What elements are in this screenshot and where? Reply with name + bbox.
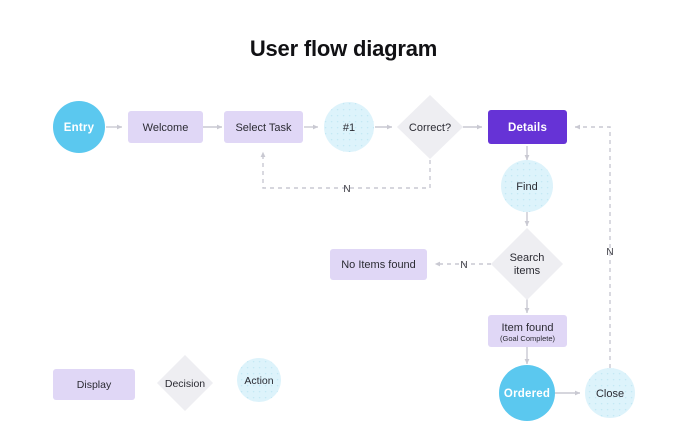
legend-label-action: Action	[244, 375, 273, 387]
edge-correct-no-loop	[260, 151, 431, 189]
node-item-found-sublabel: (Goal Complete)	[500, 334, 556, 343]
node-find-label: Find	[516, 181, 537, 193]
node-details-label: Details	[508, 122, 547, 134]
node-search-items-label-line2: items	[514, 265, 541, 277]
node-select-task[interactable]: Select Task	[224, 111, 303, 143]
node-search-items[interactable]: Search items	[491, 228, 563, 300]
edge-labels: N N N	[343, 184, 613, 271]
node-details[interactable]: Details	[488, 110, 567, 144]
node-search-items-label-line1: Search	[510, 252, 545, 264]
node-step1-label: #1	[343, 122, 355, 134]
edges	[106, 124, 611, 396]
node-welcome[interactable]: Welcome	[128, 111, 203, 143]
node-item-found-label: Item found	[502, 322, 554, 334]
legend: Display Decision Action	[53, 355, 281, 411]
legend-label-decision: Decision	[165, 378, 205, 390]
node-welcome-label: Welcome	[143, 122, 189, 134]
node-ordered[interactable]: Ordered	[499, 365, 555, 421]
node-correct-label: Correct?	[409, 122, 451, 134]
node-close-label: Close	[596, 388, 624, 400]
edge-label-search-no: N	[460, 260, 467, 271]
node-no-items-found-label: No Items found	[341, 259, 416, 271]
page-title: User flow diagram	[249, 36, 438, 61]
node-ordered-label: Ordered	[504, 388, 550, 400]
node-entry[interactable]: Entry	[53, 101, 105, 153]
legend-item-display: Display	[53, 369, 135, 400]
node-close[interactable]: Close	[585, 368, 635, 418]
node-find[interactable]: Find	[501, 160, 553, 212]
node-item-found[interactable]: Item found (Goal Complete)	[488, 315, 567, 347]
node-entry-label: Entry	[64, 122, 95, 134]
node-no-items-found[interactable]: No Items found	[330, 249, 427, 280]
legend-item-decision: Decision	[157, 355, 213, 411]
legend-label-display: Display	[77, 379, 112, 391]
edge-close-no-loop	[574, 124, 611, 368]
edge-label-correct-no: N	[343, 184, 350, 195]
node-step1[interactable]: #1	[324, 102, 374, 152]
node-correct[interactable]: Correct?	[397, 95, 463, 159]
node-select-task-label: Select Task	[235, 122, 292, 134]
edge-label-close-no: N	[606, 247, 613, 258]
legend-item-action: Action	[237, 358, 281, 402]
